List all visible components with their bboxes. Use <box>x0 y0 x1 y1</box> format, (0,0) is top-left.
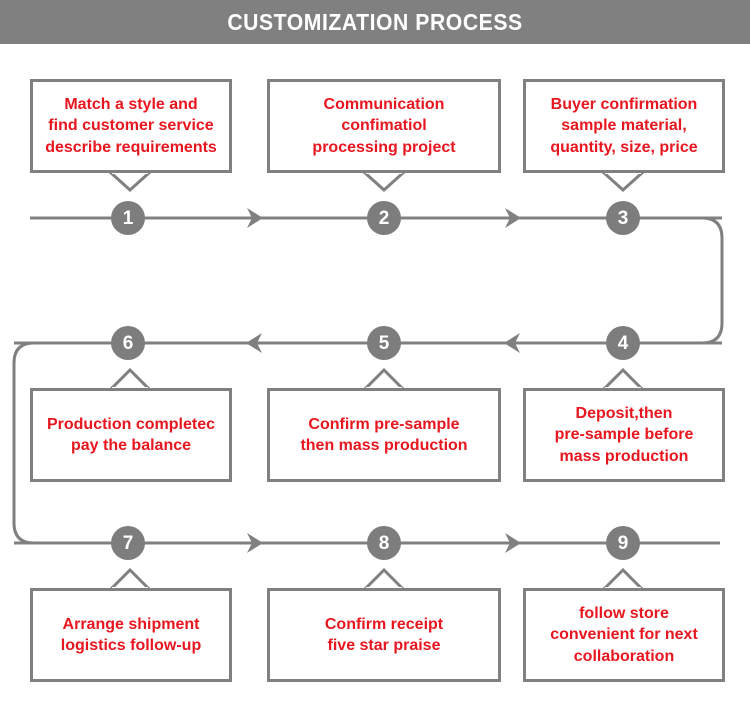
step-box-5[interactable]: Confirm pre-sample then mass production <box>267 388 501 482</box>
tail-box-1 <box>108 170 152 193</box>
step-marker-3-number: 3 <box>617 207 629 229</box>
tail-box-9 <box>601 567 645 592</box>
step-box-4-text: Deposit,then pre-sample before mass prod… <box>554 405 694 465</box>
step-marker-9[interactable]: 9 <box>606 526 640 560</box>
step-marker-5-number: 5 <box>378 332 390 354</box>
step-box-9-text: follow store convenient for next collabo… <box>550 605 698 665</box>
step-marker-7[interactable]: 7 <box>111 526 145 560</box>
arrowhead-4-to-5 <box>504 333 520 353</box>
step-marker-9-number: 9 <box>617 532 629 554</box>
step-box-7-text: Arrange shipment logistics follow-up <box>60 615 202 654</box>
step-marker-4-number: 4 <box>617 332 629 354</box>
step-marker-7-number: 7 <box>122 532 134 554</box>
step-marker-3[interactable]: 3 <box>606 201 640 235</box>
tail-box-2 <box>362 170 406 193</box>
step-box-6[interactable]: Production completec pay the balance <box>30 388 232 482</box>
tail-box-8 <box>362 567 406 592</box>
arrowhead-2-to-3 <box>505 208 521 228</box>
tail-box-5 <box>362 367 406 392</box>
step-box-2-text: Communication confimatiol processing pro… <box>312 96 456 156</box>
page-title: CUSTOMIZATION PROCESS <box>227 8 523 35</box>
step-box-5-text: Confirm pre-sample then mass production <box>300 415 468 454</box>
header-bar <box>0 0 750 44</box>
step-box-3-text: Buyer confirmation sample material, quan… <box>550 96 698 156</box>
step-box-1-text: Match a style and find customer service … <box>45 96 217 156</box>
arrowhead-5-to-6 <box>246 333 262 353</box>
step-box-1[interactable]: Match a style and find customer service … <box>30 79 232 173</box>
step-box-8[interactable]: Confirm receipt five star praise <box>267 588 501 682</box>
step-marker-6[interactable]: 6 <box>111 326 145 360</box>
step-marker-2-number: 2 <box>378 207 390 229</box>
arrowhead-8-to-9 <box>505 533 521 553</box>
step-marker-4[interactable]: 4 <box>606 326 640 360</box>
tail-box-4 <box>601 367 645 392</box>
step-box-9[interactable]: follow store convenient for next collabo… <box>523 588 725 682</box>
step-box-3[interactable]: Buyer confirmation sample material, quan… <box>523 79 725 173</box>
tail-box-3 <box>601 170 645 193</box>
step-marker-2[interactable]: 2 <box>367 201 401 235</box>
step-box-4[interactable]: Deposit,then pre-sample before mass prod… <box>523 388 725 482</box>
wrap-connector-right <box>623 216 724 345</box>
step-marker-1[interactable]: 1 <box>111 201 145 235</box>
arrowhead-1-to-2 <box>247 208 263 228</box>
step-marker-8-number: 8 <box>378 532 390 554</box>
step-marker-5[interactable]: 5 <box>367 326 401 360</box>
step-box-6-text: Production completec pay the balance <box>46 415 216 454</box>
step-box-7[interactable]: Arrange shipment logistics follow-up <box>30 588 232 682</box>
step-marker-6-number: 6 <box>122 332 134 354</box>
step-box-2[interactable]: Communication confimatiol processing pro… <box>267 79 501 173</box>
step-marker-1-number: 1 <box>122 207 134 229</box>
step-box-8-text: Confirm receipt five star praise <box>324 615 444 654</box>
arrowhead-7-to-8 <box>247 533 263 553</box>
tail-box-7 <box>108 567 152 592</box>
step-marker-8[interactable]: 8 <box>367 526 401 560</box>
tail-box-6 <box>108 367 152 392</box>
